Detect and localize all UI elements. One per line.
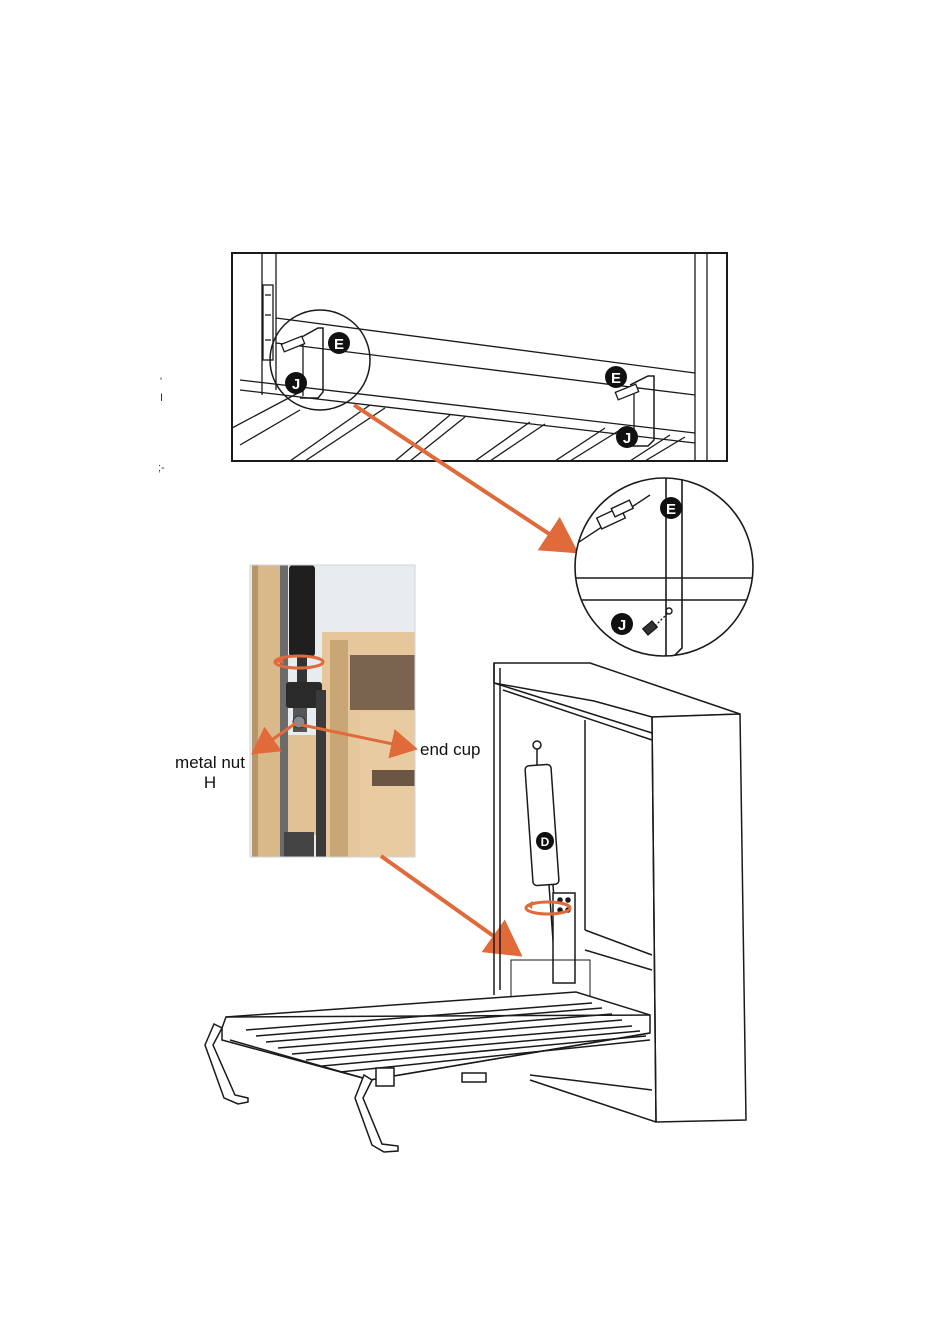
photo-strut-connection — [250, 565, 415, 857]
callout-e-top-right: E — [605, 366, 627, 388]
label-metal-nut-text: metal nut — [164, 753, 256, 773]
margin-mark-3: ;- — [158, 462, 165, 474]
svg-text:J: J — [292, 376, 300, 393]
label-metal-nut: metal nut H — [164, 753, 256, 793]
label-metal-nut-letter: H — [164, 773, 256, 793]
top-detail-panel: E J E J — [232, 253, 727, 461]
margin-mark-1: ' — [160, 376, 162, 388]
callout-e-top-left: E — [328, 332, 350, 354]
callout-j-top-left: J — [285, 372, 307, 394]
callout-d-strut: D — [536, 832, 554, 850]
margin-mark-2: I — [160, 392, 163, 404]
svg-text:E: E — [334, 336, 344, 353]
svg-text:J: J — [623, 430, 631, 447]
zoom-detail-circle: E J — [570, 472, 760, 665]
svg-text:J: J — [618, 617, 626, 634]
label-end-cup: end cup — [420, 740, 492, 760]
callout-j-zoom: J — [611, 613, 633, 635]
callout-e-zoom: E — [660, 497, 682, 519]
callout-j-top-right: J — [616, 426, 638, 448]
svg-text:E: E — [666, 501, 676, 518]
arrow-to-bed — [381, 856, 516, 952]
svg-text:D: D — [541, 835, 550, 849]
svg-text:E: E — [611, 370, 621, 387]
